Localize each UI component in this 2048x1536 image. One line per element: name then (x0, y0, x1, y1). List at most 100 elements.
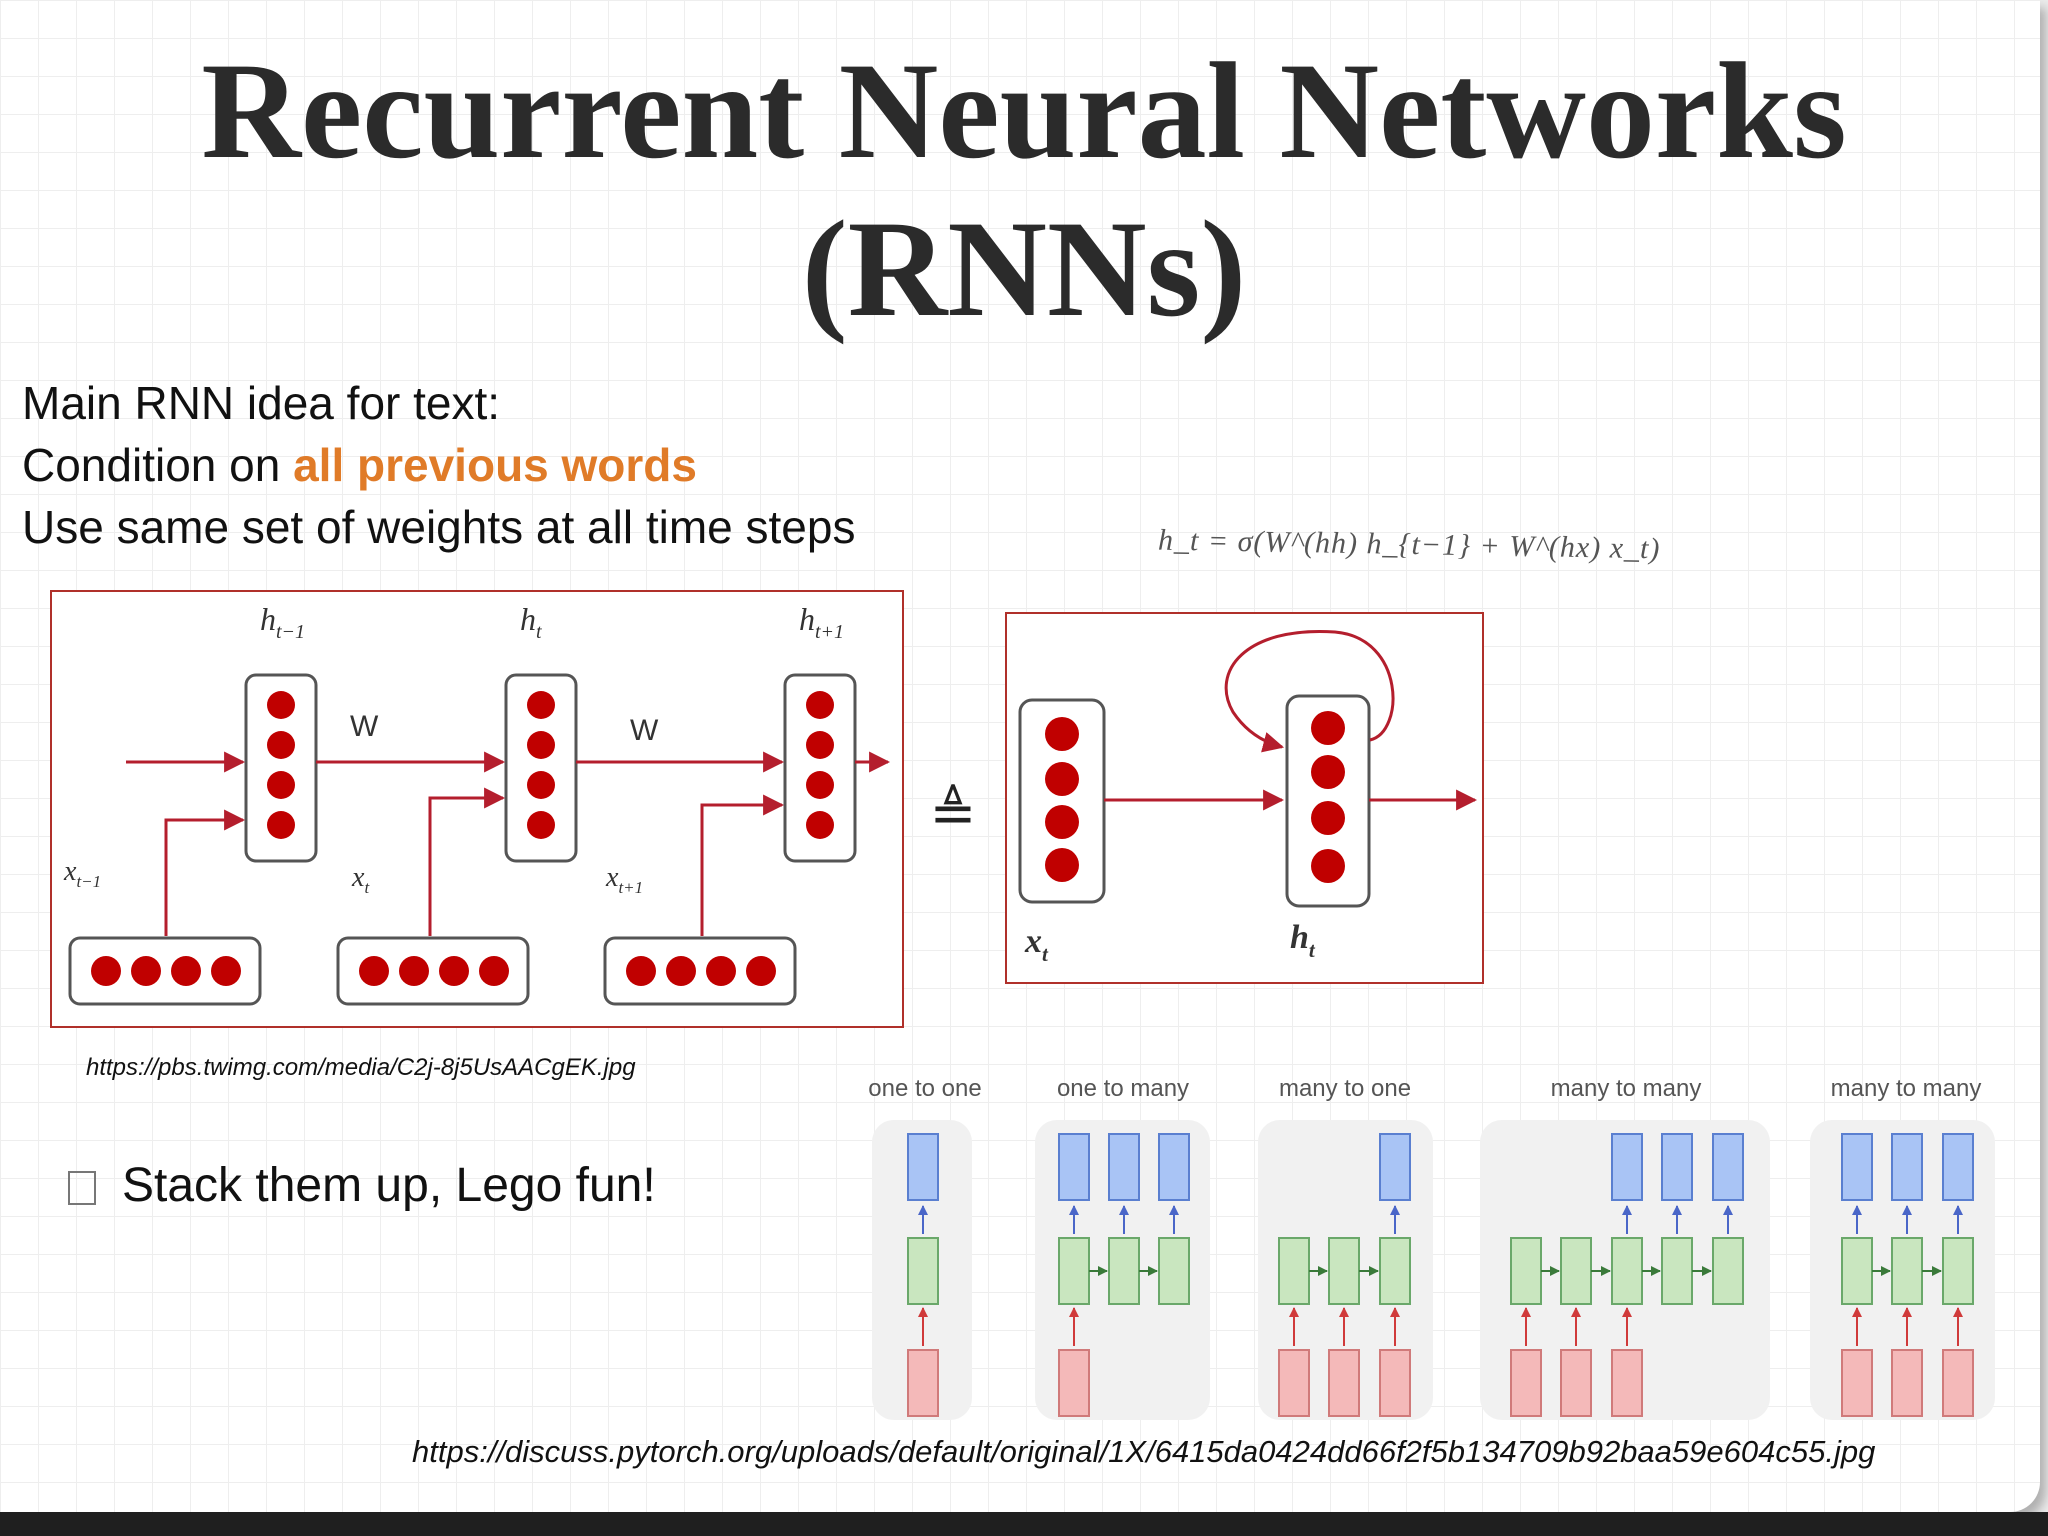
hidden-box (1611, 1237, 1643, 1305)
bottom-bar (0, 1512, 2048, 1536)
recurrent-rnn-diagram: xt ht (1005, 612, 1484, 984)
output-box (1611, 1133, 1643, 1201)
input-neuron (746, 956, 776, 986)
input-layer-box (68, 936, 262, 1006)
hidden-box (1942, 1237, 1974, 1305)
output-box (1712, 1133, 1744, 1201)
input-box (1611, 1349, 1643, 1417)
output-box (1841, 1133, 1873, 1201)
hidden-neuron (527, 731, 555, 759)
weight-label: W (350, 710, 379, 743)
input-box (1278, 1349, 1310, 1417)
bullet-line-1: Main RNN idea for text: (22, 377, 501, 429)
hidden-neuron (267, 691, 295, 719)
input-label: xt (351, 862, 370, 897)
caption-pytorch-url[interactable]: https://discuss.pytorch.org/uploads/defa… (412, 1434, 1876, 1469)
input-box (1510, 1349, 1542, 1417)
rnn-type-label: many to many (1831, 1075, 1982, 1102)
hidden-label: ht (520, 601, 542, 643)
bullet-text: Main RNN idea for text: Condition on all… (22, 372, 855, 558)
input-neuron (1045, 848, 1079, 882)
slide-title-line1: Recurrent Neural Networks (201, 34, 1847, 187)
input-box (1560, 1349, 1592, 1417)
hidden-neuron (806, 691, 834, 719)
input-neuron (706, 956, 736, 986)
input-neuron (1045, 762, 1079, 796)
output-box (1661, 1133, 1693, 1201)
input-neuron (359, 956, 389, 986)
input-neuron (131, 956, 161, 986)
hidden-neuron (1311, 755, 1345, 789)
hidden-box (1328, 1237, 1360, 1305)
output-box (1158, 1133, 1190, 1201)
input-neuron (626, 956, 656, 986)
hidden-neuron (806, 771, 834, 799)
weight-label: W (630, 714, 659, 747)
hidden-neuron (1311, 801, 1345, 835)
input-neuron (171, 956, 201, 986)
output-box (1379, 1133, 1411, 1201)
input-neuron (399, 956, 429, 986)
rnn-type-label: one to one (868, 1075, 981, 1102)
arrow-input-to-hidden (164, 809, 246, 936)
hidden-neuron (527, 811, 555, 839)
equivalence-symbol: ≜ (930, 781, 977, 846)
rnn-type-label: many to many (1551, 1075, 1702, 1102)
input-label: xt+1 (605, 862, 643, 897)
rnn-type-label: one to many (1057, 1075, 1189, 1102)
output-box (907, 1133, 939, 1201)
input-neuron (1045, 717, 1079, 751)
hidden-layer-box (783, 673, 857, 863)
hidden-neuron (806, 731, 834, 759)
output-box (1891, 1133, 1923, 1201)
input-box (1379, 1349, 1411, 1417)
input-box (1942, 1349, 1974, 1417)
arrow-input-to-hidden (700, 794, 785, 936)
hidden-box (1510, 1237, 1542, 1305)
hidden-neuron (806, 811, 834, 839)
input-box (907, 1349, 939, 1417)
caption-twimg-url[interactable]: https://pbs.twimg.com/media/C2j-8j5UsAAC… (86, 1054, 636, 1081)
rnn-type-label: many to one (1279, 1075, 1411, 1102)
input-layer-box (603, 936, 797, 1006)
input-neuron (439, 956, 469, 986)
highlight-all-previous-words: all previous words (293, 439, 697, 491)
hidden-neuron (1311, 849, 1345, 883)
hidden-layer-box (504, 673, 578, 863)
hidden-box (1108, 1237, 1140, 1305)
input-box (1328, 1349, 1360, 1417)
input-box (1891, 1349, 1923, 1417)
input-label: xt (1024, 923, 1049, 966)
hidden-neuron (1311, 711, 1345, 745)
input-neuron (91, 956, 121, 986)
input-layer-box (336, 936, 530, 1006)
input-box (1058, 1349, 1090, 1417)
recurrent-loop-arrow (1224, 629, 1395, 753)
output-box (1942, 1133, 1974, 1201)
input-box (1841, 1349, 1873, 1417)
hidden-box (1058, 1237, 1090, 1305)
hidden-neuron (527, 771, 555, 799)
equiv-symbol-text: ≜ (930, 781, 977, 846)
hidden-label: ht (1290, 919, 1316, 962)
stack-text: Stack them up, Lego fun! (122, 1159, 656, 1212)
hidden-label: ht+1 (799, 601, 844, 643)
hidden-neuron (267, 731, 295, 759)
hidden-neuron (267, 811, 295, 839)
input-neuron (1045, 805, 1079, 839)
hidden-neuron (527, 691, 555, 719)
hidden-box (1712, 1237, 1744, 1305)
input-neuron (211, 956, 241, 986)
hidden-layer-box (244, 673, 318, 863)
output-box (1058, 1133, 1090, 1201)
hidden-box (1891, 1237, 1923, 1305)
output-box (1108, 1133, 1140, 1201)
hidden-box (907, 1237, 939, 1305)
input-neuron (666, 956, 696, 986)
stack-bullet: Stack them up, Lego fun! (68, 1158, 656, 1213)
rnn-types-diagram: one to one one to many many to one many to … (868, 1075, 1995, 1420)
hidden-box (1158, 1237, 1190, 1305)
bullet-line-2-prefix: Condition on (22, 439, 294, 491)
hidden-neuron (267, 771, 295, 799)
